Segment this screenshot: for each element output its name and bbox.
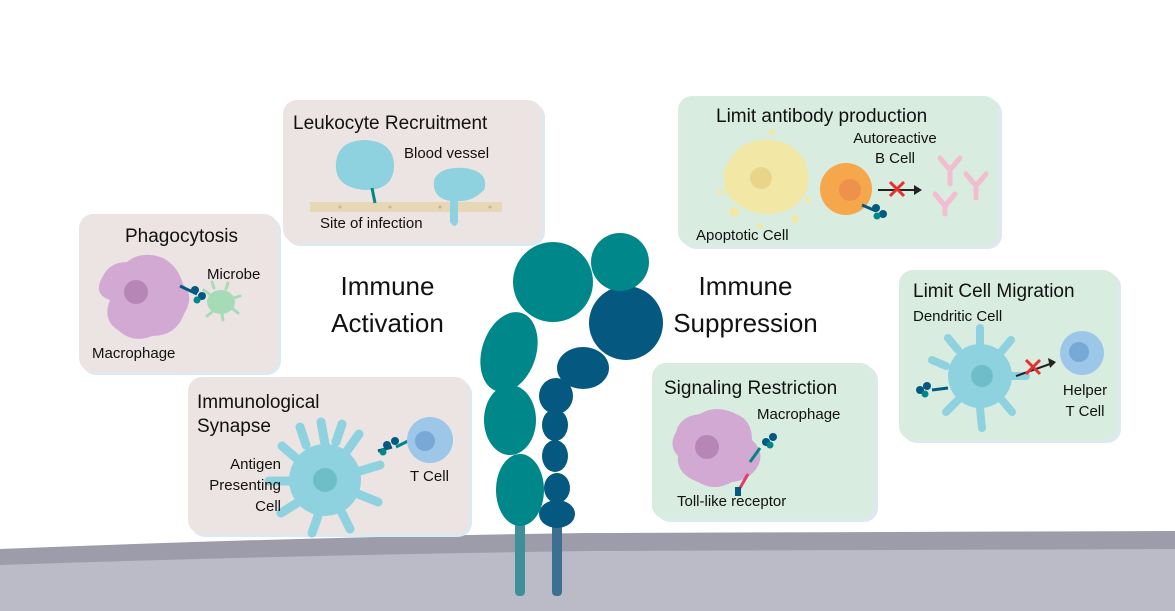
apc-line2: Presenting — [209, 477, 281, 494]
synapse-title-line1: Immunological — [197, 392, 320, 413]
leukocyte-illustration — [310, 140, 502, 226]
immune-activation-line1: Immune — [340, 271, 435, 301]
apc-line1: Antigen — [230, 456, 281, 473]
macrophage-label: Macrophage — [92, 345, 176, 362]
migration-illustration — [916, 324, 1104, 432]
leukocyte-recruitment-title: Leukocyte Recruitment — [293, 113, 488, 134]
synapse-title-line2: Synapse — [197, 416, 271, 437]
autoreactive-b-cell-label: Autoreactive B Cell — [835, 129, 955, 169]
helper-line2: T Cell — [1065, 403, 1105, 420]
toll-like-receptor-label: Toll-like receptor — [677, 493, 787, 510]
apoptotic-cell-label: Apoptotic Cell — [696, 227, 789, 244]
limit-antibody-production-title: Limit antibody production — [716, 106, 928, 127]
cell-membrane — [0, 531, 1175, 611]
helper-t-cell-label: Helper T Cell — [1050, 380, 1120, 422]
antigen-presenting-cell-label: Antigen Presenting Cell — [206, 454, 281, 517]
signaling-illustration — [672, 409, 777, 496]
signaling-macrophage-label: Macrophage — [757, 406, 841, 423]
phagocytosis-illustration — [98, 254, 242, 339]
t-cell-label: T Cell — [410, 468, 449, 485]
antibody-illustration — [717, 129, 989, 229]
synapse-illustration — [264, 417, 453, 538]
limit-cell-migration-title: Limit Cell Migration — [913, 281, 1075, 302]
apc-line3: Cell — [255, 498, 281, 515]
microbe-label: Microbe — [207, 266, 261, 283]
immune-suppression-line2: Suppression — [673, 308, 818, 338]
site-of-infection-label: Site of infection — [320, 215, 423, 232]
immune-activation-line2: Activation — [331, 308, 444, 338]
autoreactive-line1: Autoreactive — [853, 130, 937, 147]
helper-line1: Helper — [1062, 382, 1108, 399]
autoreactive-line2: B Cell — [874, 150, 915, 167]
signaling-restriction-title: Signaling Restriction — [664, 378, 838, 399]
immune-suppression-line1: Immune — [698, 271, 793, 301]
immune-activation-label: Immune Activation — [305, 268, 470, 342]
phagocytosis-title: Phagocytosis — [125, 226, 239, 247]
dendritic-cell-label: Dendritic Cell — [913, 308, 1003, 325]
immunological-synapse-title: Immunological Synapse — [197, 391, 320, 439]
blood-vessel-label: Blood vessel — [404, 145, 490, 162]
receptor-dimer — [480, 233, 663, 596]
immune-suppression-label: Immune Suppression — [658, 268, 833, 342]
